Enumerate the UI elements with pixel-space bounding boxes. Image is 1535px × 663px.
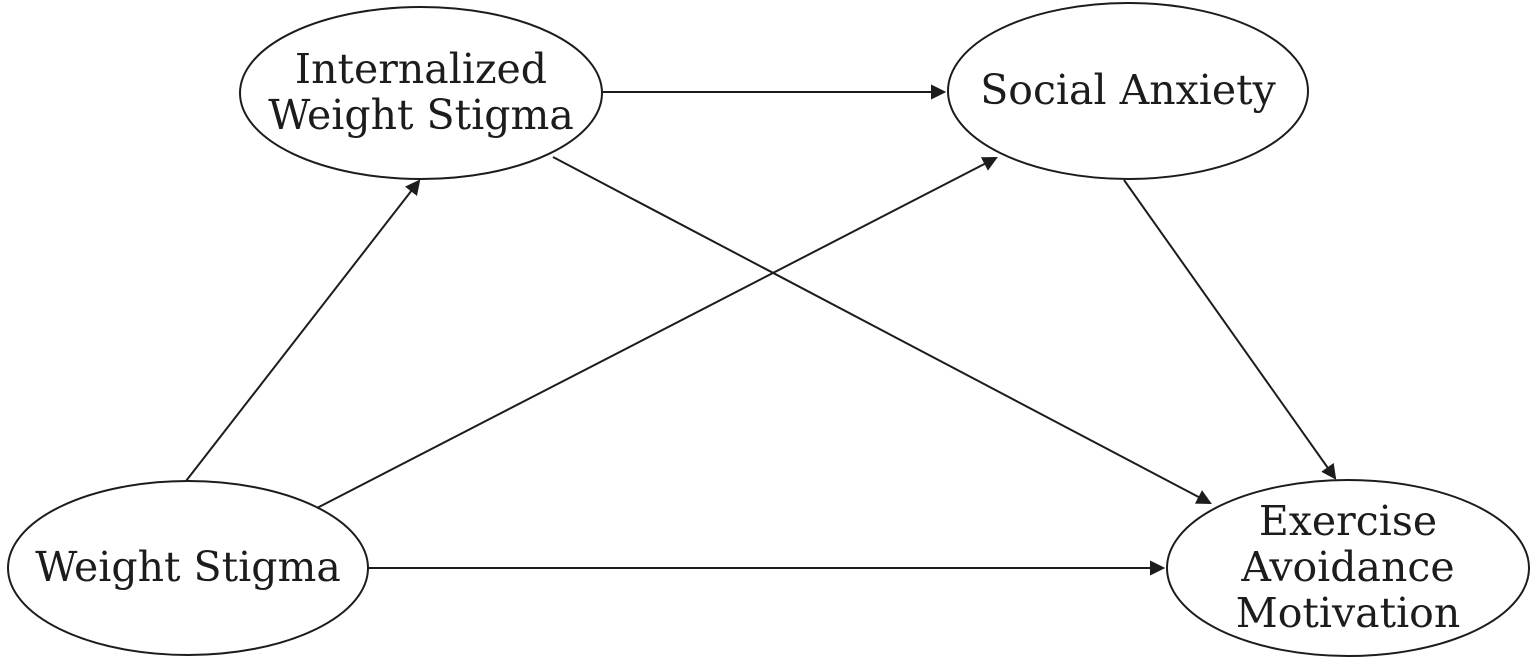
node-internalized-weight-stigma-ellipse [239, 6, 603, 180]
node-exercise-avoidance-motivation-ellipse [1166, 479, 1530, 657]
edge-weight-stigma-to-internalized-weight-stigma-arrow [185, 179, 421, 482]
node-weight-stigma-ellipse [7, 480, 369, 656]
edge-weight-stigma-to-social-anxiety-arrow [316, 157, 998, 509]
edge-arrows-layer [185, 84, 1337, 576]
node-shapes-layer [7, 2, 1530, 657]
edge-social-anxiety-to-exercise-avoidance-motivation-arrow [1123, 179, 1337, 480]
edge-internalized-weight-stigma-to-exercise-avoidance-motivation-arrow [552, 156, 1212, 504]
node-social-anxiety-ellipse [947, 2, 1309, 180]
